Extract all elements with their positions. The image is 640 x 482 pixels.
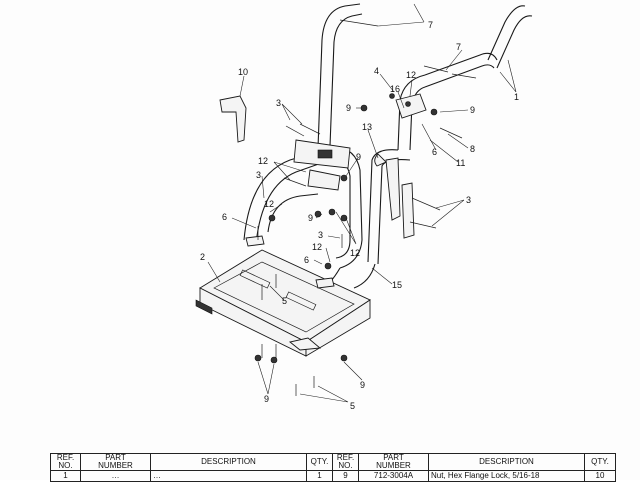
base-frame <box>195 235 371 357</box>
callout-12: 12 <box>312 242 322 252</box>
table-row: 1 … … 1 9 712-3004A Nut, Hex Flange Lock… <box>50 470 616 482</box>
callout-9: 9 <box>264 394 269 404</box>
callout-9: 9 <box>356 152 361 162</box>
ref-no-header: REF.NO. <box>50 453 81 471</box>
callout-4: 4 <box>374 66 379 76</box>
description-header: DESCRIPTION <box>150 453 307 471</box>
callout-5: 5 <box>350 401 355 411</box>
callout-12: 12 <box>258 156 268 166</box>
callout-9: 9 <box>346 103 351 113</box>
callout-9: 9 <box>470 105 475 115</box>
callout-6: 6 <box>432 147 437 157</box>
callout-9: 9 <box>308 213 313 223</box>
callout-12: 12 <box>406 70 416 80</box>
callout-10: 10 <box>238 67 248 77</box>
callout-7: 7 <box>456 42 461 52</box>
qty-header: QTY. <box>306 453 333 471</box>
callout-9: 9 <box>360 380 365 390</box>
description-header: DESCRIPTION <box>428 453 585 471</box>
callout-6: 6 <box>304 255 309 265</box>
ref-no-header: REF.NO. <box>332 453 359 471</box>
callout-13: 13 <box>362 122 372 132</box>
callout-16: 16 <box>390 84 400 94</box>
callout-12: 12 <box>264 199 274 209</box>
callout-3: 3 <box>276 98 281 108</box>
upper-handle <box>317 3 533 151</box>
callout-12: 12 <box>350 248 360 258</box>
callout-6: 6 <box>222 212 227 222</box>
callout-3: 3 <box>318 230 323 240</box>
callout-5: 5 <box>282 296 287 306</box>
callout-7: 7 <box>428 20 433 30</box>
exploded-parts-drawing: 7 7 1 4 12 16 9 9 10 3 13 8 6 11 9 12 3 … <box>195 3 533 411</box>
callout-labels: 7 7 1 4 12 16 9 9 10 3 13 8 6 11 9 12 3 … <box>200 20 519 411</box>
brackets <box>219 93 427 239</box>
callout-1: 1 <box>514 92 519 102</box>
callout-11: 11 <box>456 158 465 168</box>
callout-2: 2 <box>200 252 205 262</box>
callout-8: 8 <box>470 144 475 154</box>
callout-3: 3 <box>466 195 471 205</box>
callout-3: 3 <box>256 170 261 180</box>
qty-header: QTY. <box>584 453 616 471</box>
callout-15: 15 <box>392 280 402 290</box>
leader-lines <box>207 3 517 403</box>
hardware <box>254 19 477 396</box>
